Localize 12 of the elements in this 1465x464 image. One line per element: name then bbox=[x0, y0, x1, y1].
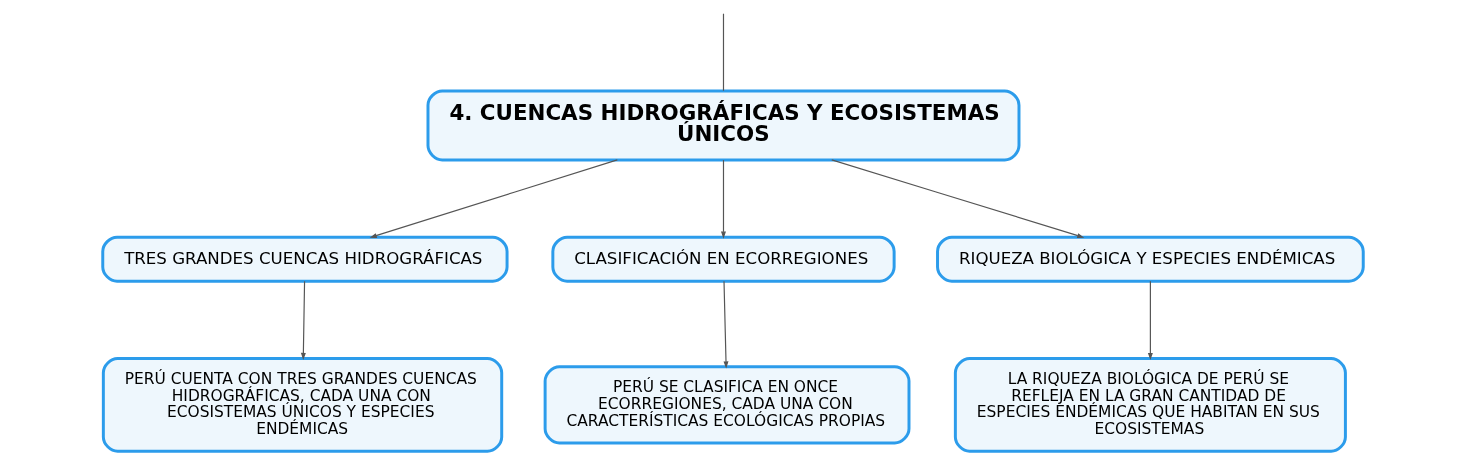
node-box: PERÚ CUENTA CON TRES GRANDES CUENCAS HIDROGRÁFICAS, CADA UNA CON ECOSISTEMAS ÚNICOS Y ESPECIES ENDÉMICAS bbox=[101, 357, 503, 453]
arrow bbox=[722, 280, 728, 369]
node-box: PERÚ SE CLASIFICA EN ONCE ECORREGIONES, CADA UNA CON CARACTERÍSTICAS ECOLÓGICAS PROPIAS bbox=[543, 365, 910, 445]
node-box: LA RIQUEZA BIOLÓGICA DE PERÚ SE REFLEJA EN LA GRAN CANTIDAD DE ESPECIES ENDÉMICAS QUE HABITAN EN SUS ECOSISTEMAS bbox=[953, 357, 1347, 453]
node-box: 4. CUENCAS HIDROGRÁFICAS Y ECOSISTEMAS ÚNICOS bbox=[426, 89, 1020, 162]
arrow bbox=[720, 159, 726, 239]
arrow bbox=[300, 280, 306, 361]
arrow bbox=[830, 159, 1084, 238]
arrow bbox=[1147, 280, 1153, 361]
arrow bbox=[369, 159, 618, 238]
connector bbox=[722, 13, 724, 92]
node-box: CLASIFICACIÓN EN ECORREGIONES bbox=[550, 235, 896, 283]
